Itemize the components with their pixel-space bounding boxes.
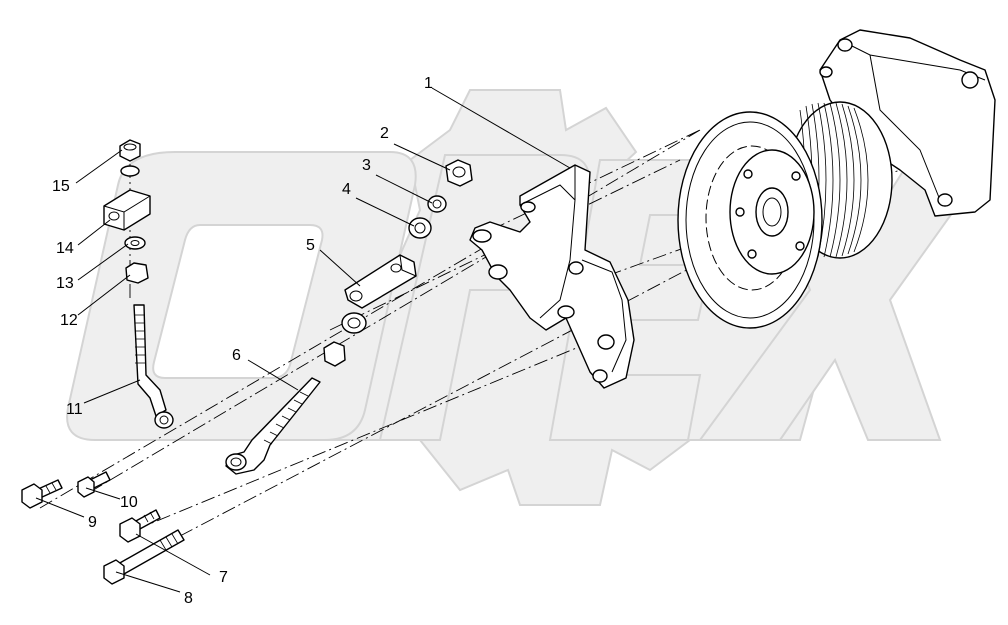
- callout-7: 7: [219, 569, 228, 586]
- callout-15: 15: [52, 178, 70, 195]
- pulley-fan-drive: [677, 29, 996, 329]
- callout-14: 14: [56, 240, 74, 257]
- part-2-nut: [445, 159, 473, 187]
- part-11-bent-stud: [133, 304, 174, 429]
- part-5-spacer-block: [344, 254, 417, 309]
- callout-5: 5: [306, 237, 315, 254]
- callout-12: 12: [60, 312, 78, 329]
- part-5-washer: [341, 312, 367, 334]
- part-6-bent-stud: [225, 377, 321, 475]
- part-3-washer: [427, 195, 447, 213]
- callout-2: 2: [380, 125, 389, 142]
- callout-3: 3: [362, 157, 371, 174]
- part-5-nut: [323, 341, 346, 367]
- part-1-bracket: [469, 164, 635, 389]
- callout-13: 13: [56, 275, 74, 292]
- part-4-washer: [408, 217, 432, 239]
- callout-6: 6: [232, 347, 241, 364]
- part-14-block: [103, 189, 151, 231]
- part-9-bolt: [21, 479, 63, 509]
- part-15-washer: [120, 165, 140, 177]
- part-10-bolt: [77, 471, 111, 498]
- part-15-nut: [119, 139, 141, 162]
- callout-8: 8: [184, 590, 193, 607]
- callout-1: 1: [424, 75, 433, 92]
- callout-11: 11: [66, 401, 83, 418]
- part-12-nut: [125, 262, 149, 284]
- part-13-washer: [124, 236, 146, 250]
- part-8-long-bolt: [103, 529, 185, 585]
- leader-lines: [35, 87, 571, 593]
- part-7-bolt: [119, 509, 161, 543]
- callout-4: 4: [342, 181, 351, 198]
- callout-labels: 1 2 3 4 5 6 7 8 9 10 11 12 13 14 15: [52, 75, 433, 607]
- callout-9: 9: [88, 514, 97, 531]
- callout-10: 10: [120, 494, 138, 511]
